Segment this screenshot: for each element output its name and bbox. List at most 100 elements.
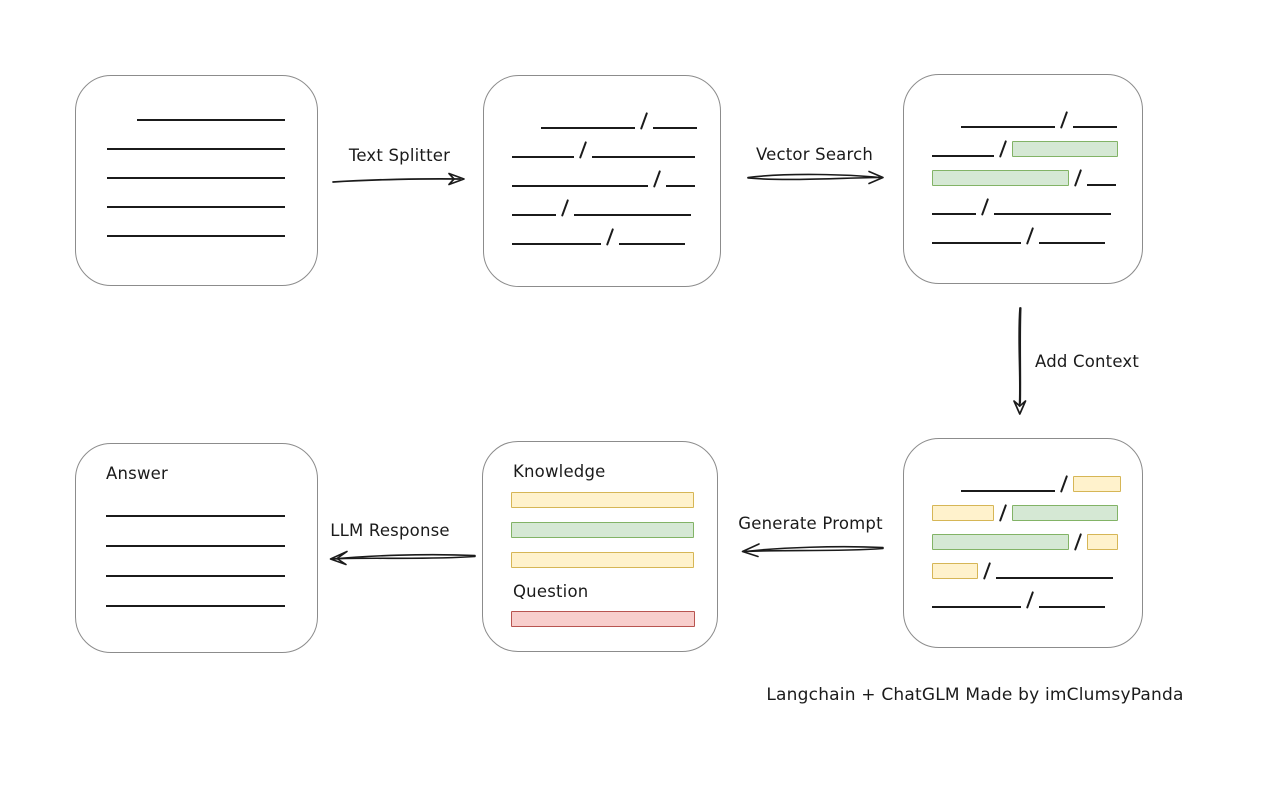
yellow-highlight-bar — [511, 492, 694, 508]
matched-chunks-box — [903, 74, 1143, 284]
green-highlight-bar — [1012, 141, 1119, 157]
chunk-separator-slash — [1073, 533, 1083, 551]
chunk-row — [932, 227, 1142, 245]
chunk-separator-slash — [1025, 591, 1035, 609]
chunk-row — [512, 170, 720, 188]
chunk-separator-slash — [1073, 169, 1083, 187]
yellow-highlight-bar — [511, 552, 694, 568]
text-line — [961, 490, 1055, 492]
generate-prompt-arrow — [741, 543, 884, 558]
text-line — [1073, 126, 1118, 128]
text-line — [932, 606, 1021, 608]
answer-box: Answer — [75, 443, 318, 653]
knowledge-bars — [511, 492, 717, 568]
text-line — [619, 243, 686, 245]
chunk-row — [512, 199, 720, 217]
green-highlight-bar — [1012, 505, 1119, 521]
vector-search-label: Vector Search — [755, 145, 874, 164]
context-chunks-box — [903, 438, 1143, 648]
matched-chunks-rows — [904, 75, 1142, 245]
text-line — [653, 127, 698, 129]
text-chunks-box — [483, 75, 721, 287]
text-line — [107, 235, 285, 237]
text-line — [107, 206, 285, 208]
text-line — [137, 119, 285, 121]
chunk-separator-slash — [1059, 111, 1069, 129]
context-chunks-rows — [904, 439, 1142, 609]
text-line — [106, 545, 285, 547]
text-splitter-arrow — [332, 172, 465, 186]
llm-response-arrow — [329, 550, 476, 566]
source-document-lines — [76, 76, 317, 237]
yellow-highlight-bar — [1087, 534, 1119, 550]
green-highlight-bar — [932, 170, 1069, 186]
chunk-row — [932, 111, 1142, 129]
yellow-highlight-bar — [1073, 476, 1122, 492]
chunk-separator-slash — [1059, 475, 1069, 493]
chunk-row — [932, 591, 1142, 609]
chunk-row — [932, 140, 1142, 158]
text-line — [107, 177, 285, 179]
text-splitter-label: Text Splitter — [348, 146, 451, 165]
chunk-separator-slash — [998, 504, 1008, 522]
chunk-row — [932, 169, 1142, 187]
chunk-row — [932, 475, 1142, 493]
text-line — [512, 214, 556, 216]
chunk-row — [932, 198, 1142, 216]
text-line — [574, 214, 692, 216]
chunk-separator-slash — [982, 562, 992, 580]
text-line — [932, 213, 976, 215]
yellow-highlight-bar — [932, 563, 978, 579]
green-highlight-bar — [932, 534, 1069, 550]
chunk-separator-slash — [639, 112, 649, 130]
yellow-highlight-bar — [932, 505, 994, 521]
text-line — [107, 148, 285, 150]
chunk-separator-slash — [605, 228, 615, 246]
text-chunks-rows — [484, 76, 720, 246]
text-line — [932, 155, 994, 157]
chunk-row — [512, 141, 720, 159]
text-line — [541, 127, 635, 129]
answer-label: Answer — [106, 464, 168, 483]
add-context-label: Add Context — [1035, 352, 1140, 371]
answer-lines — [106, 515, 317, 607]
chunk-separator-slash — [980, 198, 990, 216]
text-line — [666, 185, 696, 187]
question-bars — [511, 611, 717, 627]
caption: Langchain + ChatGLM Made by imClumsyPand… — [766, 685, 1184, 705]
text-line — [106, 515, 285, 517]
green-highlight-bar — [511, 522, 694, 538]
chunk-row — [932, 533, 1142, 551]
text-line — [1039, 242, 1106, 244]
chunk-row — [932, 504, 1142, 522]
text-line — [994, 213, 1112, 215]
text-line — [512, 156, 574, 158]
source-document-box — [75, 75, 318, 286]
text-line — [106, 605, 285, 607]
chunk-separator-slash — [998, 140, 1008, 158]
text-line — [961, 126, 1055, 128]
text-line — [1087, 184, 1117, 186]
chunk-row — [512, 228, 720, 246]
chunk-row — [932, 562, 1142, 580]
text-line — [106, 575, 285, 577]
chunk-separator-slash — [578, 141, 588, 159]
chunk-separator-slash — [1025, 227, 1035, 245]
text-line — [512, 243, 601, 245]
text-line — [512, 185, 648, 187]
text-line — [1039, 606, 1106, 608]
generate-prompt-label: Generate Prompt — [738, 514, 883, 533]
red-highlight-bar — [511, 611, 695, 627]
text-line — [592, 156, 696, 158]
knowledge-label: Knowledge — [513, 462, 606, 481]
chunk-row — [512, 112, 720, 130]
llm-response-label: LLM Response — [330, 521, 450, 540]
text-line — [932, 242, 1021, 244]
prompt-box: Knowledge Question — [482, 441, 718, 652]
chunk-separator-slash — [560, 199, 570, 217]
vector-search-arrow — [747, 170, 884, 185]
chunk-separator-slash — [652, 170, 662, 188]
question-label: Question — [513, 582, 589, 601]
add-context-arrow — [1013, 307, 1027, 415]
